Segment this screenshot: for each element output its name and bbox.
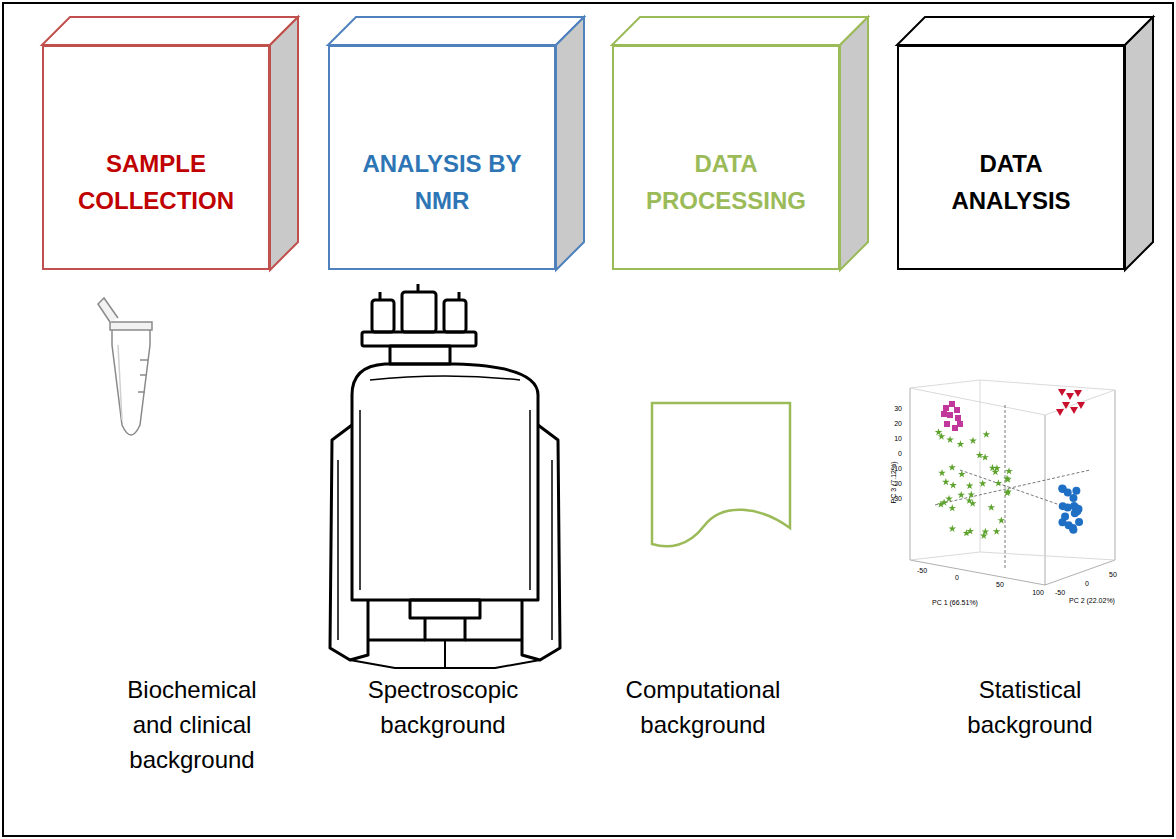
pca-star-marker — [982, 528, 990, 535]
nmr-magnet — [330, 284, 560, 668]
pca-star-marker — [1003, 475, 1011, 482]
pca-star-marker — [958, 470, 966, 477]
box-side-face — [270, 17, 298, 270]
pca-circle-marker — [1059, 485, 1067, 493]
pca-star-marker — [949, 481, 957, 488]
pca-star-marker — [967, 491, 975, 498]
box-top-face — [42, 17, 298, 45]
pca-triangle-marker — [1074, 390, 1082, 397]
tick-label: 0 — [947, 573, 967, 582]
process-box: DATA ANALYSIS — [897, 45, 1125, 270]
box-top-face — [328, 17, 584, 45]
sample-tube — [98, 298, 152, 435]
pca-square-marker — [954, 407, 960, 413]
box-side-face — [840, 17, 868, 270]
pca-square-marker — [949, 401, 955, 407]
pca-circle-marker — [1058, 485, 1066, 493]
axis-title: PC 2 (22.02%) — [1057, 596, 1127, 605]
box-side-face — [1125, 17, 1153, 270]
pca-star-marker — [993, 528, 1001, 535]
box-side-face — [556, 17, 584, 270]
pca-star-marker — [946, 436, 954, 443]
pca-star-marker — [966, 482, 974, 489]
tick-label: 50 — [1103, 570, 1123, 579]
pca-star-marker — [982, 430, 990, 437]
pca-star-marker — [976, 451, 984, 458]
pca-star-marker — [989, 464, 997, 471]
pca-square-marker — [943, 405, 949, 411]
pca-circle-marker — [1069, 526, 1077, 534]
pca-star-marker — [965, 497, 973, 504]
tick-label: 10 — [882, 434, 902, 443]
box-depth-faces — [42, 17, 1153, 270]
box-title: ANALYSIS BY NMR — [330, 145, 554, 219]
tick-label: -30 — [882, 494, 902, 503]
pca-triangle-marker — [1062, 402, 1070, 409]
pca-star-marker — [1004, 476, 1012, 483]
pca-star-marker — [938, 433, 946, 440]
pca-circle-marker — [1072, 487, 1080, 495]
box-top-face — [612, 17, 868, 45]
tick-label: 0 — [1077, 579, 1097, 588]
tick-label: 50 — [990, 580, 1010, 589]
pca-star-marker — [945, 495, 953, 502]
document-icon — [652, 403, 790, 546]
pca-star-marker — [957, 440, 965, 447]
tick-label: -50 — [912, 566, 932, 575]
box-top-face — [897, 17, 1153, 45]
tick-label: -50 — [1050, 588, 1070, 597]
pca-star-marker — [942, 478, 950, 485]
pca-star-marker — [987, 503, 995, 510]
pca-triangle-marker — [1058, 389, 1066, 396]
tick-label: 100 — [1028, 588, 1048, 597]
box-title: DATA ANALYSIS — [899, 145, 1123, 219]
pca-circle-marker — [1064, 504, 1072, 512]
background-caption: Computational background — [619, 672, 787, 742]
pca-square-marker — [957, 421, 963, 427]
pca-star-marker — [995, 479, 1003, 486]
pca-star-marker — [948, 525, 956, 532]
pca-star-marker — [948, 463, 956, 470]
pca-circle-marker — [1061, 513, 1069, 521]
pca-circle-marker — [1074, 505, 1082, 513]
tick-label: 0 — [882, 449, 902, 458]
pca-star-marker — [979, 480, 987, 487]
pca-star-marker — [1004, 488, 1012, 495]
pca-star-marker — [969, 437, 977, 444]
tick-label: -10 — [882, 464, 902, 473]
background-caption: Biochemical and clinical background — [108, 672, 276, 777]
box-title: DATA PROCESSING — [614, 145, 838, 219]
pca-circle-marker — [1069, 494, 1077, 502]
outer-frame — [3, 3, 1173, 836]
pca-circle-marker — [1075, 518, 1083, 526]
pca-triangle-marker — [1066, 393, 1074, 400]
pca-square-marker — [947, 412, 953, 418]
tick-label: 30 — [882, 404, 902, 413]
pca-star-marker — [938, 469, 946, 476]
pca-plot — [910, 380, 1115, 585]
pca-star-marker — [940, 498, 948, 505]
background-caption: Spectroscopic background — [359, 672, 527, 742]
pca-square-marker — [941, 411, 947, 417]
pca-square-marker — [944, 421, 950, 427]
pca-star-marker — [948, 504, 956, 511]
pca-triangle-marker — [1070, 407, 1078, 414]
pca-square-marker — [955, 415, 961, 421]
pca-triangle-marker — [1077, 402, 1085, 409]
pca-triangle-marker — [1056, 409, 1064, 416]
pca-star-marker — [957, 491, 965, 498]
background-caption: Statistical background — [946, 672, 1114, 742]
pca-star-marker — [966, 527, 974, 534]
axis-title: PC 1 (66.51%) — [920, 598, 990, 607]
box-title: SAMPLE COLLECTION — [44, 145, 268, 219]
process-box: SAMPLE COLLECTION — [42, 45, 270, 270]
process-box: ANALYSIS BY NMR — [328, 45, 556, 270]
pca-star-marker — [998, 516, 1006, 523]
pca-star-marker — [1005, 467, 1013, 474]
tick-label: -20 — [882, 479, 902, 488]
process-box: DATA PROCESSING — [612, 45, 840, 270]
tick-label: 20 — [882, 419, 902, 428]
